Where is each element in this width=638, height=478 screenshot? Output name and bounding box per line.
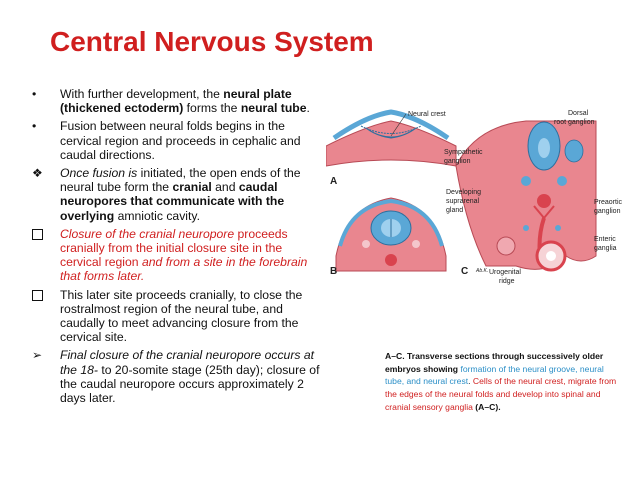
label-enteric-ganglia: ganglia xyxy=(594,245,617,252)
caption-text: . xyxy=(468,376,473,387)
bullet-text: forms the xyxy=(183,101,241,116)
embryo-section-figure: Neural crest A B Dorsal root ganglion Sy… xyxy=(326,109,623,285)
label-sympathetic: Sympathetic xyxy=(444,149,483,156)
bullet-text: neural plate (thickened ectoderm) xyxy=(60,87,292,116)
caption-text: Cells of the neural crest, migrate from … xyxy=(385,376,617,412)
checkbox-bullet-icon xyxy=(32,227,52,243)
bullet-text: and from a site in the forebrain that fo… xyxy=(60,255,308,284)
panel-a-diagram xyxy=(326,109,457,167)
label-sympathetic-ganglion: ganglion xyxy=(444,158,471,165)
label-panel-b: B xyxy=(330,266,337,277)
bullet-text: caudal neuropores that communicate with … xyxy=(60,180,285,223)
bullet-item: • With further development, the neural pl… xyxy=(30,87,322,115)
panel-b-diagram xyxy=(335,197,447,272)
label-urogenital: Urogenital xyxy=(489,269,521,276)
label-preaortic-ganglion: ganglion xyxy=(594,208,621,215)
checkbox-bullet-icon xyxy=(32,288,52,304)
slide-title: Central Nervous System xyxy=(50,26,374,57)
figure-caption: A–C. Transverse sections through success… xyxy=(385,350,625,414)
bullet-marker: ❖ xyxy=(32,166,43,181)
bullet-item: ❖ Once fusion is initiated, the open ends… xyxy=(30,166,322,223)
bullet-text: Closure of the cranial neuropore xyxy=(60,226,235,241)
bullet-item: Closure of the cranial neuropore proceed… xyxy=(30,227,322,284)
bullet-text: Final closure of the cranial neuropore o… xyxy=(60,348,315,377)
label-preaortic: Preaortic xyxy=(594,199,623,206)
label-ridge: ridge xyxy=(499,278,515,285)
bullet-marker: ➢ xyxy=(32,348,43,363)
bullet-text: to 20-somite stage (25th day); closure o… xyxy=(60,362,320,406)
bullet-item: This later site proceeds cranially, to c… xyxy=(30,288,322,345)
panel-c-diagram xyxy=(455,120,597,272)
bullet-text: cranial xyxy=(172,180,212,195)
label-panel-a: A xyxy=(330,176,337,187)
label-suprarenal: suprarenal xyxy=(446,198,480,205)
label-root-ganglion: root ganglion xyxy=(554,119,595,126)
bullet-text: Once fusion is xyxy=(60,166,138,181)
bullet-marker: • xyxy=(32,87,37,101)
caption-text: (A–C). xyxy=(475,401,501,412)
bullet-text: . xyxy=(306,101,310,116)
bullet-text: With further development, the xyxy=(60,87,224,101)
bullet-marker: • xyxy=(32,119,37,134)
label-neural-crest: Neural crest xyxy=(408,111,446,118)
caption-text: formation of the neural groove, neural t… xyxy=(385,363,604,387)
label-gland: gland xyxy=(446,207,463,214)
bullet-list: • With further development, the neural pl… xyxy=(30,87,322,409)
label-enteric: Enteric xyxy=(594,236,616,243)
bullet-text: Fusion between neural folds begins in th… xyxy=(60,119,301,162)
label-panel-c: C xyxy=(461,266,468,277)
bullet-text: and xyxy=(211,180,239,195)
bullet-text: initiated, the open ends of the neural t… xyxy=(60,166,301,195)
label-dorsal: Dorsal xyxy=(568,110,589,117)
caption-text: A–C. Transverse sections through success… xyxy=(385,351,604,374)
bullet-item: ➢ Final closure of the cranial neuropore… xyxy=(30,348,322,405)
label-developing: Developing xyxy=(446,189,481,196)
bullet-text: amniotic cavity. xyxy=(114,208,200,223)
bullet-text: proceeds cranially from the initial clos… xyxy=(60,226,288,270)
bullet-item: • Fusion between neural folds begins in … xyxy=(30,119,322,162)
bullet-text: This later site proceeds cranially, to c… xyxy=(60,287,303,345)
artist-signature: Ab.K. xyxy=(475,268,488,274)
bullet-text: neural tube xyxy=(240,101,307,116)
